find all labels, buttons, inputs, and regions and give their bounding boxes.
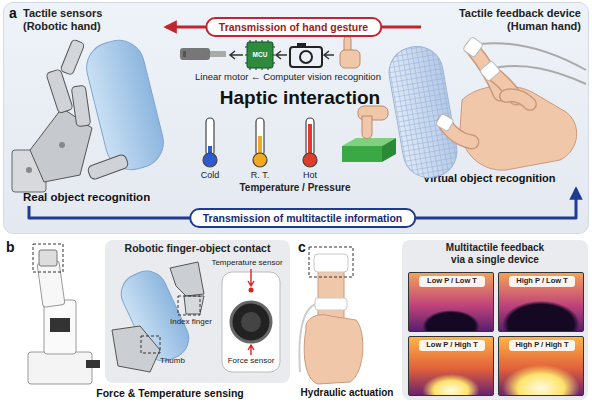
- thermal-image: High P / Low T: [498, 272, 584, 332]
- part-label: Index finger: [170, 317, 222, 326]
- finger-device: [299, 247, 363, 384]
- thermal-image: Low P / Low T: [408, 272, 494, 332]
- temperature-label: R. T.: [245, 170, 275, 180]
- side-caption: Real object recognition: [23, 191, 163, 204]
- robotic-arm: [28, 352, 92, 384]
- robotic-arm: [39, 250, 57, 266]
- panel-letter: c: [298, 239, 318, 255]
- temperature-label: Hot: [295, 170, 325, 180]
- condition-label: High P / Low T: [509, 276, 575, 287]
- robotic-arm: [86, 360, 100, 368]
- center-heading: Haptic interaction: [200, 87, 400, 109]
- finger-device: [309, 247, 353, 277]
- robotic-arm: [50, 318, 70, 332]
- finger-device: [315, 298, 347, 310]
- flow-caption: Linear motor ← Computer vision recogniti…: [173, 72, 403, 83]
- zoom-title: Multitactile feedback via a single devic…: [439, 242, 551, 265]
- edge-label: Transmission of multitactile information: [189, 208, 417, 228]
- condition-label: Low P / Low T: [419, 276, 485, 287]
- side-caption: Virtual object recognition: [423, 172, 573, 185]
- temperature-label: Cold: [195, 170, 225, 180]
- sensor-label: Force sensor: [216, 356, 286, 365]
- finger-device: [299, 304, 316, 372]
- robotic-arm: [33, 244, 63, 272]
- side-heading: Tactile feedback device (Human hand): [441, 7, 581, 32]
- robotic-arm: [28, 244, 100, 384]
- panel-caption: Force & Temperature sensing: [70, 387, 270, 399]
- zoom-box: Robotic finger-object contact: [105, 240, 290, 383]
- robotic-arm: [37, 261, 65, 308]
- chip-label: MCU: [247, 51, 273, 58]
- human-side-group: Tactile feedback device (Human hand) Virt…: [421, 5, 587, 189]
- zoom-box: Multitactile feedback via a single devic…: [402, 240, 588, 400]
- edge-label: Transmission of hand gesture: [205, 17, 382, 37]
- panel-caption: Hydraulic actuation: [292, 387, 402, 399]
- arrow-connector: [166, 26, 421, 29]
- condition-label: Low P / High T: [419, 340, 485, 351]
- stimulus-caption: Temperature / Pressure: [230, 182, 360, 194]
- arrow-connector: [29, 189, 576, 218]
- panel-letter: b: [6, 239, 26, 255]
- finger-device: [304, 315, 363, 384]
- zoom-title: Robotic finger-object contact: [105, 242, 290, 254]
- condition-label: High P / High T: [509, 340, 575, 351]
- sensor-label: Temperature sensor: [202, 258, 292, 267]
- robot-side-group: Tactile sensors (Robotic hand) Real objec…: [9, 5, 166, 206]
- side-heading: Tactile sensors (Robotic hand): [23, 7, 118, 32]
- finger-device: [314, 254, 348, 272]
- thermal-image: Low P / High T: [408, 336, 494, 396]
- panel-box: aTactile sensors (Robotic hand)Real obje…: [3, 2, 589, 234]
- robotic-arm: [44, 300, 76, 354]
- finger-device: [318, 256, 344, 330]
- thermal-image: High P / High T: [498, 336, 584, 396]
- part-label: Thumb: [160, 356, 200, 365]
